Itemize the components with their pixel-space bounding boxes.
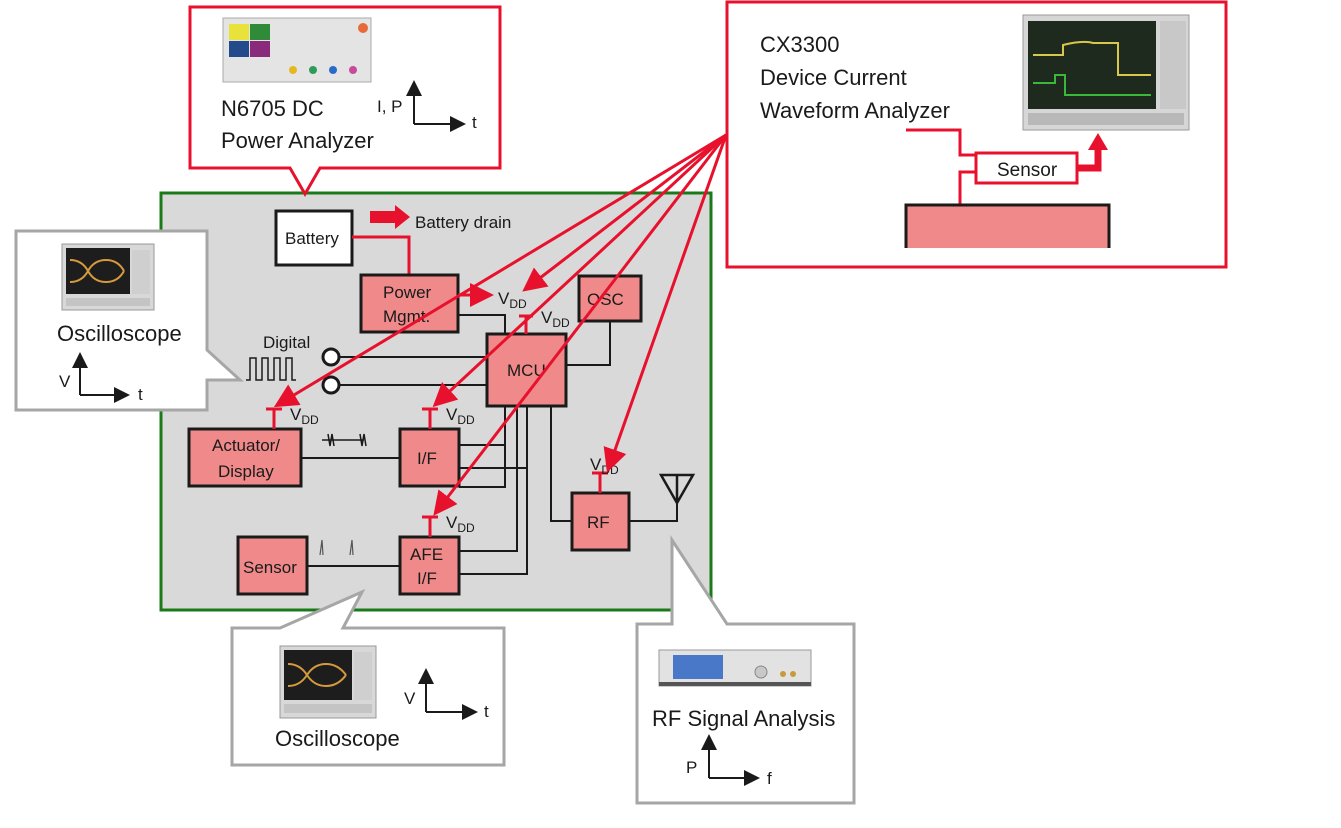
svg-text:VDD: VDD <box>446 513 475 535</box>
power-analyzer-line1: N6705 DC <box>221 96 324 121</box>
rf-analysis-axis-y: P <box>686 758 697 777</box>
sensor-signal-icon <box>319 539 354 556</box>
afe-label-2: I/F <box>417 569 437 588</box>
svg-text:VDD: VDD <box>498 289 527 311</box>
actuator-display-block <box>187 427 303 488</box>
vdd-mcu-label: V <box>541 308 553 327</box>
cx3300-line3: Waveform Analyzer <box>760 98 950 123</box>
cx3300-sensor-box <box>974 151 1079 185</box>
signal-analyzer-image <box>658 649 812 687</box>
if-label: I/F <box>417 449 437 468</box>
current-measurement-rays <box>273 133 728 516</box>
oscilloscope-image <box>279 645 377 719</box>
cx3300-line2: Device Current <box>760 65 907 90</box>
svg-text:VDD: VDD <box>541 308 570 330</box>
antenna-icon <box>658 473 696 506</box>
cx3300-output-arrow-icon <box>1088 133 1108 150</box>
oscilloscope-bottom-callout: Oscilloscope V t <box>230 588 506 767</box>
vdd-actuator-label: V <box>290 405 302 424</box>
cx3300-sensor-label: Sensor <box>997 160 1058 181</box>
power-mgmt-label-1: Power <box>383 283 432 302</box>
oscilloscope-bottom-axis-y: V <box>404 689 416 708</box>
waveform-analyzer-image <box>1022 14 1190 131</box>
battery-drain-arrow-icon <box>370 205 410 229</box>
rf-analysis-callout: RF Signal Analysis P f <box>635 534 856 805</box>
oscilloscope-bottom-label: Oscilloscope <box>275 726 400 751</box>
vdd-power-label: V <box>498 289 510 308</box>
vdd-rf-label: V <box>590 455 602 474</box>
power-analyzer-axis-y: I, P <box>377 97 403 116</box>
afe-label-1: AFE <box>410 545 443 564</box>
power-mgmt-block <box>359 273 460 334</box>
actuator-label-2: Display <box>218 462 274 481</box>
battery-block <box>274 209 354 267</box>
svg-text:VDD: VDD <box>446 405 475 427</box>
rf-analysis-axis-x: f <box>767 769 772 788</box>
digital-waveform-icon <box>246 357 296 381</box>
analog-signal-icon <box>322 433 367 447</box>
power-analyzer-callout: N6705 DC Power Analyzer I, P t <box>188 5 502 198</box>
mcu-label: MCU <box>507 361 546 380</box>
oscilloscope-image <box>61 243 155 311</box>
power-analyzer-image <box>222 17 372 83</box>
oscilloscope-bottom-axis-x: t <box>484 702 489 721</box>
oscilloscope-left-callout: Oscilloscope V t <box>14 229 244 412</box>
power-analyzer-axis-x: t <box>472 113 477 132</box>
cx3300-dut-block <box>906 205 1109 248</box>
digital-terminal-1 <box>321 347 341 367</box>
battery-label: Battery <box>285 229 339 248</box>
digital-label: Digital <box>263 333 310 352</box>
actuator-label-1: Actuator/ <box>212 436 280 455</box>
rf-analysis-label: RF Signal Analysis <box>652 706 835 731</box>
cx3300-line1: CX3300 <box>760 32 840 57</box>
cx3300-panel: CX3300 Device Current Waveform Analyzer … <box>725 0 1228 269</box>
rf-label: RF <box>587 513 610 532</box>
power-analyzer-line2: Power Analyzer <box>221 128 374 153</box>
svg-text:VDD: VDD <box>290 405 319 427</box>
digital-terminal-2 <box>321 375 341 395</box>
battery-drain-label: Battery drain <box>415 213 511 232</box>
oscilloscope-left-axis-x: t <box>138 385 143 404</box>
vdd-if-label: V <box>446 405 458 424</box>
vdd-afe-label: V <box>446 513 458 532</box>
sensor-label: Sensor <box>243 558 297 577</box>
oscilloscope-left-axis-y: V <box>59 372 71 391</box>
oscilloscope-left-label: Oscilloscope <box>57 321 182 346</box>
